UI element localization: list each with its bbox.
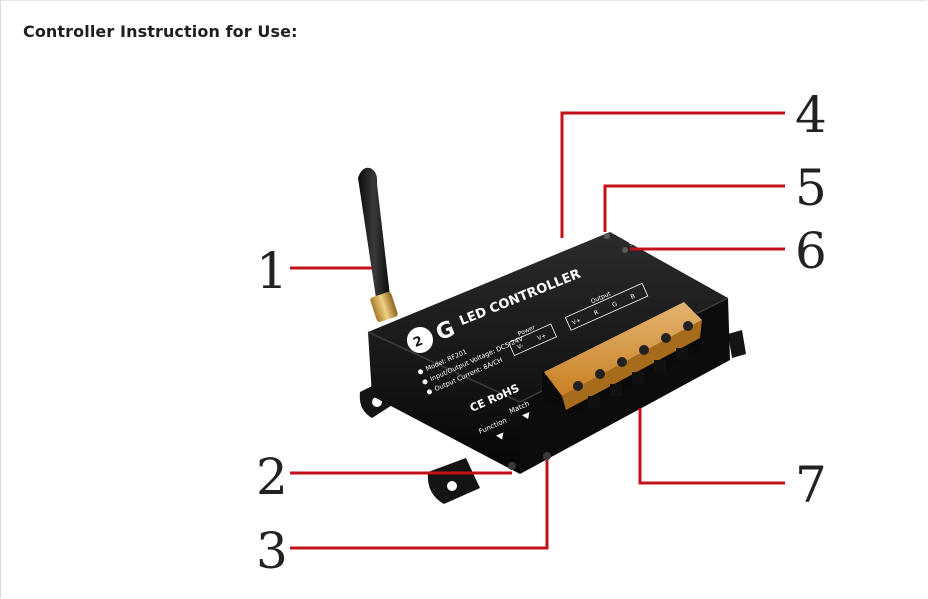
terminal-label-1: V- (516, 342, 524, 351)
terminal-block (542, 302, 702, 416)
callout-line-3 (290, 460, 549, 550)
callout-number-4: 4 (795, 86, 827, 144)
terminal-label-5: G (611, 300, 618, 308)
front-buttons (508, 452, 551, 470)
callout-number-3: 3 (256, 522, 288, 580)
callout-lines (290, 111, 785, 550)
callout-number-2: 2 (256, 448, 288, 506)
callout-number-7: 7 (795, 456, 827, 514)
terminal-label-6: B (630, 293, 637, 301)
page-heading: Controller Instruction for Use: (23, 22, 298, 41)
callout-number-6: 6 (795, 222, 827, 280)
antenna (358, 167, 398, 322)
terminal-label-4: R (593, 309, 600, 317)
terminal-label-3: V+ (571, 317, 582, 327)
callout-number-1: 1 (256, 242, 288, 300)
terminal-label-2: V+ (536, 332, 547, 342)
match-arrow-icon (522, 412, 530, 420)
callout-line-7 (638, 408, 785, 485)
led-signal-label: Signal (628, 236, 644, 248)
function-arrow-icon (496, 432, 504, 440)
callout-line-4 (560, 111, 785, 238)
callout-line-5 (603, 184, 785, 232)
callout-number-5: 5 (795, 159, 827, 217)
led-power-label: Power (612, 222, 629, 234)
